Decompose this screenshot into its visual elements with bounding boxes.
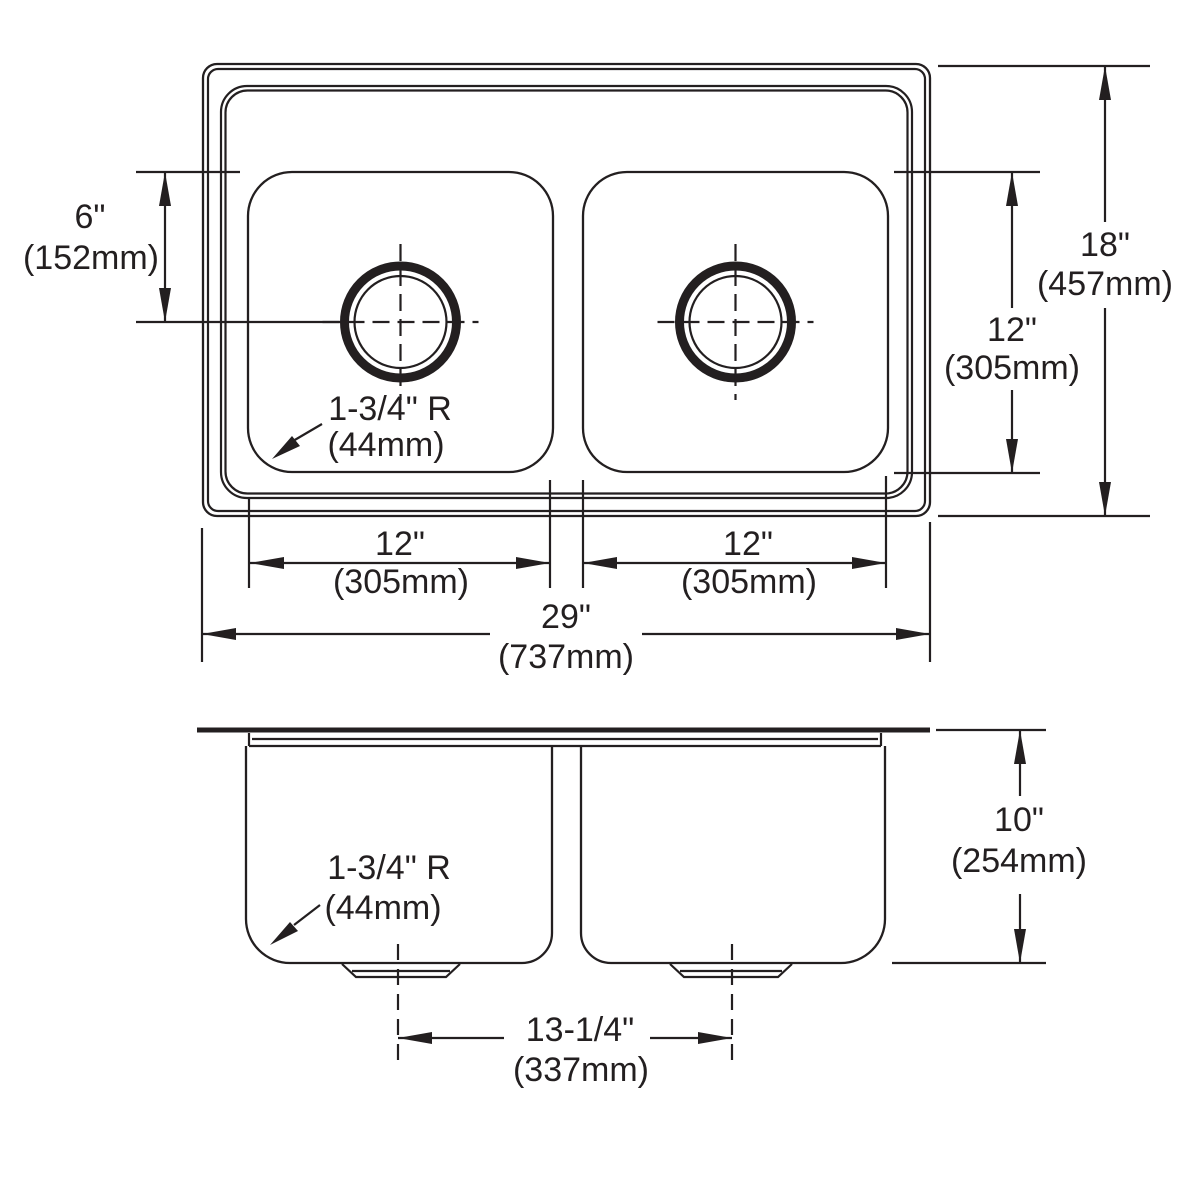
radius-mm: (44mm) bbox=[324, 889, 441, 927]
arrowhead-right bbox=[516, 557, 550, 569]
radius-inches: 1-3/4" R bbox=[327, 849, 451, 887]
arrowhead-down bbox=[1099, 482, 1111, 516]
arrowhead-down bbox=[159, 288, 171, 322]
dim-mm: (737mm) bbox=[498, 638, 634, 676]
dim-mm: (305mm) bbox=[944, 349, 1080, 387]
inner-rim-outline bbox=[219, 84, 914, 500]
dim-drain-spacing: 13-1/4" (337mm) bbox=[398, 1011, 732, 1089]
dim-mm: (305mm) bbox=[681, 563, 817, 601]
dim-inches: 6" bbox=[75, 198, 106, 236]
inner-rim-inner-line bbox=[224, 89, 909, 495]
dim-inches: 29" bbox=[541, 598, 591, 636]
arrowhead-right bbox=[896, 628, 930, 640]
dim-mm: (457mm) bbox=[1037, 265, 1173, 303]
leader-line bbox=[292, 423, 323, 442]
dim-inches: 12" bbox=[375, 525, 425, 563]
arrowhead-down bbox=[1014, 929, 1026, 963]
right-drain-icon bbox=[657, 244, 814, 400]
leader-arrowhead bbox=[272, 436, 300, 459]
radius-mm: (44mm) bbox=[327, 426, 444, 464]
arrowhead-up bbox=[159, 172, 171, 206]
arrowhead-left bbox=[583, 557, 617, 569]
front-right-bowl-outline bbox=[579, 746, 887, 965]
arrowhead-left bbox=[202, 628, 236, 640]
drain-boss-outline bbox=[341, 963, 461, 979]
dim-right-bowl-width: 12" (305mm) bbox=[583, 525, 886, 601]
outer-rim-outline bbox=[201, 62, 932, 518]
dim-overall-depth: 18" (457mm) bbox=[938, 64, 1173, 518]
arrowhead-left bbox=[250, 557, 284, 569]
dim-left-bowl-width: 12" (305mm) bbox=[250, 525, 550, 601]
arrowhead-up bbox=[1014, 730, 1026, 764]
arrowhead-down bbox=[1006, 439, 1018, 473]
dim-mm: (305mm) bbox=[333, 563, 469, 601]
dim-mm: (337mm) bbox=[513, 1051, 649, 1089]
arrowhead-right bbox=[698, 1032, 732, 1044]
leader-line bbox=[293, 904, 321, 926]
arrowhead-up bbox=[1099, 66, 1111, 100]
plan-view bbox=[201, 62, 932, 518]
dim-bowl-height: 10" (254mm) bbox=[892, 728, 1087, 965]
dim-mm: (152mm) bbox=[23, 239, 159, 277]
dim-overall-width: 29" (737mm) bbox=[202, 598, 930, 676]
dim-inches: 18" bbox=[1080, 226, 1130, 264]
dim-inches: 12" bbox=[723, 525, 773, 563]
dim-inches: 13-1/4" bbox=[526, 1011, 634, 1049]
front-left-drain-boss bbox=[341, 963, 461, 979]
front-elevation-view bbox=[197, 727, 930, 1064]
dim-mm: (254mm) bbox=[951, 842, 1087, 880]
right-bowl-outline bbox=[581, 170, 890, 474]
left-drain-icon bbox=[322, 244, 479, 400]
outer-rim-inner-line bbox=[206, 67, 927, 513]
leader-arrowhead bbox=[270, 922, 298, 945]
dim-bowl-length: 12" (305mm) bbox=[894, 170, 1080, 475]
dim-inches: 12" bbox=[987, 311, 1037, 349]
arrowhead-left bbox=[398, 1032, 432, 1044]
arrowhead-right bbox=[852, 557, 886, 569]
arrowhead-up bbox=[1006, 172, 1018, 206]
plan-extension-lines bbox=[200, 476, 932, 662]
dim-bowl-top-offset: 6" (152mm) bbox=[23, 170, 342, 324]
dim-inches: 10" bbox=[994, 801, 1044, 839]
note-front-corner-radius: 1-3/4" R (44mm) bbox=[270, 849, 451, 945]
front-left-bowl-outline bbox=[244, 746, 554, 965]
note-plan-corner-radius: 1-3/4" R (44mm) bbox=[272, 390, 452, 464]
radius-inches: 1-3/4" R bbox=[328, 390, 452, 428]
